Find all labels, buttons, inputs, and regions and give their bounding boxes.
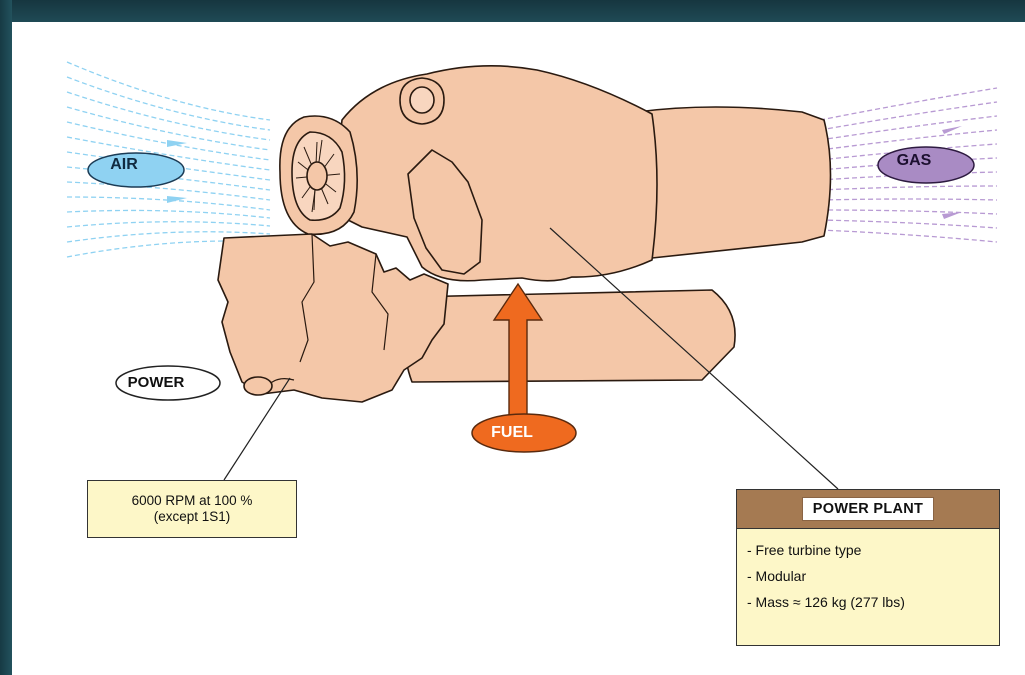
power-plant-item: - Free turbine type <box>747 537 999 563</box>
fuel-label: FUEL <box>460 414 564 452</box>
rpm-callout-line2: (except 1S1) <box>88 509 296 525</box>
window-left-border <box>0 0 12 675</box>
power-plant-item: - Modular <box>747 563 999 589</box>
air-label: AIR <box>76 148 172 182</box>
power-label: POWER <box>104 366 208 400</box>
power-plant-title: POWER PLANT <box>802 497 934 521</box>
power-plant-list: - Free turbine type - Modular - Mass ≈ 1… <box>737 529 999 615</box>
power-plant-header: POWER PLANT <box>737 490 999 529</box>
rpm-callout-box: 6000 RPM at 100 % (except 1S1) <box>87 480 297 538</box>
power-plant-callout-box: POWER PLANT - Free turbine type - Modula… <box>736 489 1000 646</box>
rpm-callout-line1: 6000 RPM at 100 % <box>88 493 296 509</box>
power-plant-item: - Mass ≈ 126 kg (277 lbs) <box>747 589 999 615</box>
gas-label: GAS <box>866 143 962 179</box>
window-top-border <box>0 0 1025 22</box>
